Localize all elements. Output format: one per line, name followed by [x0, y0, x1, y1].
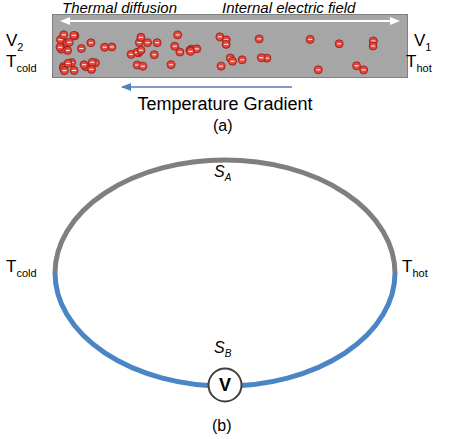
electron: [153, 39, 161, 47]
electron: [77, 45, 85, 53]
electron: [60, 31, 68, 39]
electron: [108, 43, 116, 51]
electron: [174, 31, 182, 39]
bar-drawing: [52, 14, 408, 78]
electron: [335, 40, 343, 48]
voltage-subscript: 2: [17, 42, 23, 53]
voltmeter-symbol: V: [219, 376, 231, 394]
electron: [137, 33, 145, 41]
panel-label: (b): [212, 418, 232, 434]
voltmeter: V: [207, 367, 243, 403]
process-label: Thermal diffusion: [62, 0, 177, 15]
conductor-a: [55, 160, 395, 273]
electron: [369, 42, 377, 50]
field-label: Internal electric field: [222, 0, 355, 15]
electron: [187, 47, 195, 55]
temperature-subscript: cold: [16, 63, 36, 74]
electron: [306, 35, 314, 43]
electron: [56, 43, 64, 51]
temperature-symbol: T: [406, 53, 416, 70]
electron: [65, 38, 73, 46]
electron: [257, 54, 265, 62]
voltage-symbol: V: [414, 32, 425, 49]
electron: [144, 39, 152, 47]
electron: [360, 66, 368, 74]
electron: [101, 43, 109, 51]
electron: [238, 56, 246, 64]
gradient-label: Temperature Gradient: [137, 95, 312, 113]
seebeck-symbol: S: [214, 340, 225, 356]
electron: [60, 67, 68, 75]
seebeck-symbol: S: [214, 164, 225, 180]
electron: [217, 62, 225, 70]
electron: [70, 66, 78, 74]
electron: [87, 39, 95, 47]
electron: [80, 61, 88, 69]
voltage-subscript: 1: [425, 42, 431, 53]
electron: [167, 61, 175, 69]
temperature-subscript: hot: [416, 63, 431, 74]
gradient-arrow: [122, 86, 292, 88]
voltage-symbol: V: [6, 32, 17, 49]
electron: [70, 31, 78, 39]
electron: [150, 51, 158, 59]
electron: [88, 65, 96, 73]
electron: [64, 59, 72, 67]
temperature-symbol: T: [402, 258, 412, 275]
electron: [314, 66, 322, 74]
conductor-bar: Thermal diffusionInternal electric field: [52, 14, 408, 78]
electron: [171, 42, 179, 50]
temperature-symbol: T: [6, 53, 16, 70]
electron: [228, 57, 236, 65]
electron: [255, 35, 263, 43]
seebeck-subscript: A: [225, 173, 232, 183]
electron: [353, 62, 361, 70]
electron: [137, 46, 145, 54]
temperature-subscript: cold: [16, 268, 36, 279]
panel-label: (a): [213, 118, 233, 134]
electron: [139, 62, 147, 70]
temperature-subscript: hot: [412, 268, 427, 279]
electron: [222, 40, 230, 48]
temperature-symbol: T: [6, 258, 16, 275]
seebeck-subscript: B: [225, 349, 232, 359]
